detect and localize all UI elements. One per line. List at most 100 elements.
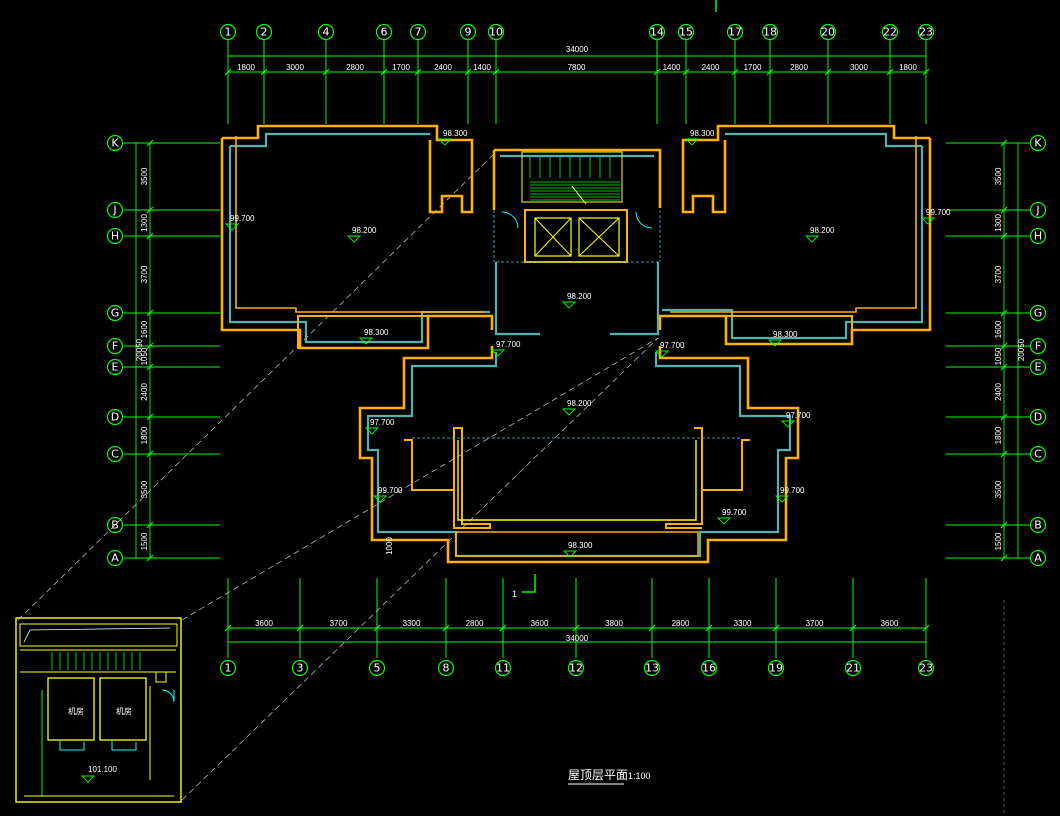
left-wing-outer-wall: [220, 124, 494, 350]
dim-bottom-segment: 3800: [605, 619, 623, 628]
axis-bubble-top: [917, 23, 935, 41]
section-mark-label: 1: [512, 589, 517, 599]
core-outer-wall: [492, 148, 662, 210]
elev-south-right: 97.700: [780, 411, 811, 428]
dim-bottom-segment: 3600: [881, 619, 899, 628]
dim-right-segment: 3700: [994, 265, 1003, 283]
dim-right-segment: 1600: [994, 320, 1003, 338]
dim-right-segment: 1300: [994, 214, 1003, 232]
dim-left-segment: 3700: [140, 265, 149, 283]
elev-south-left: 97.700: [364, 418, 395, 435]
dim-top-segment: 2400: [434, 63, 452, 72]
detail-inset: 机房 机房 101.100: [15, 617, 182, 803]
svg-text:99.700: 99.700: [722, 508, 747, 517]
axis-bubble-bottom: [844, 659, 862, 677]
svg-text:97.700: 97.700: [496, 340, 521, 349]
svg-text:99.700: 99.700: [780, 486, 805, 495]
axis-label-bottom: 21: [846, 662, 860, 675]
building-walls: [220, 124, 932, 564]
axis-label-top: 7: [415, 26, 422, 39]
dim-left-total: 20050: [135, 338, 144, 361]
dim-left-segment: 1600: [140, 320, 149, 338]
elev-south: 98.200: [561, 399, 592, 416]
axis-bubble-top: [317, 23, 335, 41]
dim-top-segment: 1700: [392, 63, 410, 72]
axis-label-right: G: [1034, 307, 1043, 320]
stair-block: [521, 151, 623, 203]
axis-bubble-left: [106, 134, 124, 152]
drawing-title-block: 屋顶层平面 1:100: [568, 768, 651, 785]
elev-south-right-inner: 99.700: [716, 508, 747, 525]
axis-bubble-top: [761, 23, 779, 41]
elev-right-wing: 99.700: [920, 208, 951, 225]
dim-left-segment: 2400: [140, 383, 149, 401]
axis-label-left: F: [112, 340, 118, 353]
axis-bubble-right: [1029, 408, 1047, 426]
axis-bubble-right: [1029, 358, 1047, 376]
axis-label-right: F: [1035, 340, 1041, 353]
stair-treads: [529, 156, 620, 201]
axis-label-right: K: [1034, 137, 1042, 150]
axis-bubble-right: [1029, 549, 1047, 567]
axis-bubble-left: [106, 358, 124, 376]
dim-top-segment: 2800: [790, 63, 808, 72]
dim-top-segment: 1700: [744, 63, 762, 72]
axis-bubble-top: [677, 23, 695, 41]
dim-1000: 1000: [385, 537, 394, 555]
section-mark: 1: [512, 574, 536, 599]
axis-label-right: C: [1034, 448, 1042, 461]
dim-right-total: 20050: [1017, 338, 1026, 361]
south-block-outer-wall: [358, 346, 800, 564]
axis-label-bottom: 3: [297, 662, 304, 675]
core-doors: [501, 211, 653, 229]
axis-label-top: 15: [679, 26, 693, 39]
dim-bottom-segment: 2800: [466, 619, 484, 628]
core-lobby-inner: [494, 262, 660, 336]
dim-bottom-segment: 3600: [531, 619, 549, 628]
axis-bubble-bottom: [700, 659, 718, 677]
elev-right-balcony: 98.300: [767, 330, 798, 347]
axis-label-left: C: [111, 448, 119, 461]
axis-bubble-top: [409, 23, 427, 41]
dim-right-segment: 1050: [994, 347, 1003, 365]
dim-bottom-segment: 2800: [672, 619, 690, 628]
dim-bottom-total: 34000: [566, 634, 589, 643]
left-wing-inner-wall: [228, 132, 490, 344]
dim-bottom-segment: 3600: [255, 619, 273, 628]
axis-bubble-bottom: [494, 659, 512, 677]
dim-left-segment: 3500: [140, 480, 149, 498]
elevator-shaft-left: [534, 217, 572, 257]
dim-bottom-segment: 3700: [806, 619, 824, 628]
axis-bubble-bottom: [291, 659, 309, 677]
axis-bubble-top: [726, 23, 744, 41]
elev-core-right: 97.700: [654, 341, 685, 358]
dim-right-segment: 3500: [994, 480, 1003, 498]
dim-left-segment: 1800: [140, 426, 149, 444]
axis-label-top: 20: [821, 26, 835, 39]
axis-label-right: D: [1034, 411, 1042, 424]
axis-bubble-top: [219, 23, 237, 41]
elev-south-left-low: 99.700: [372, 486, 403, 503]
dim-top-segment: 2800: [346, 63, 364, 72]
axis-bubble-left: [106, 201, 124, 219]
axis-bubble-bottom: [767, 659, 785, 677]
elev-core: 98.200: [561, 292, 592, 309]
axis-bubble-right: [1029, 227, 1047, 245]
axis-label-top: 17: [728, 26, 742, 39]
axis-label-top: 9: [465, 26, 472, 39]
axis-label-right: E: [1035, 361, 1042, 374]
axis-label-bottom: 12: [569, 662, 583, 675]
axis-label-left: J: [112, 204, 116, 217]
detail-elevation: 101.100: [88, 765, 117, 774]
axis-bubble-left: [106, 304, 124, 322]
axis-label-top: 14: [650, 26, 664, 39]
axis-label-bottom: 5: [374, 662, 381, 675]
dim-top-segment: 1800: [899, 63, 917, 72]
south-balcony: [455, 531, 699, 557]
axis-bubble-right: [1029, 516, 1047, 534]
axis-label-bottom: 13: [645, 662, 659, 675]
